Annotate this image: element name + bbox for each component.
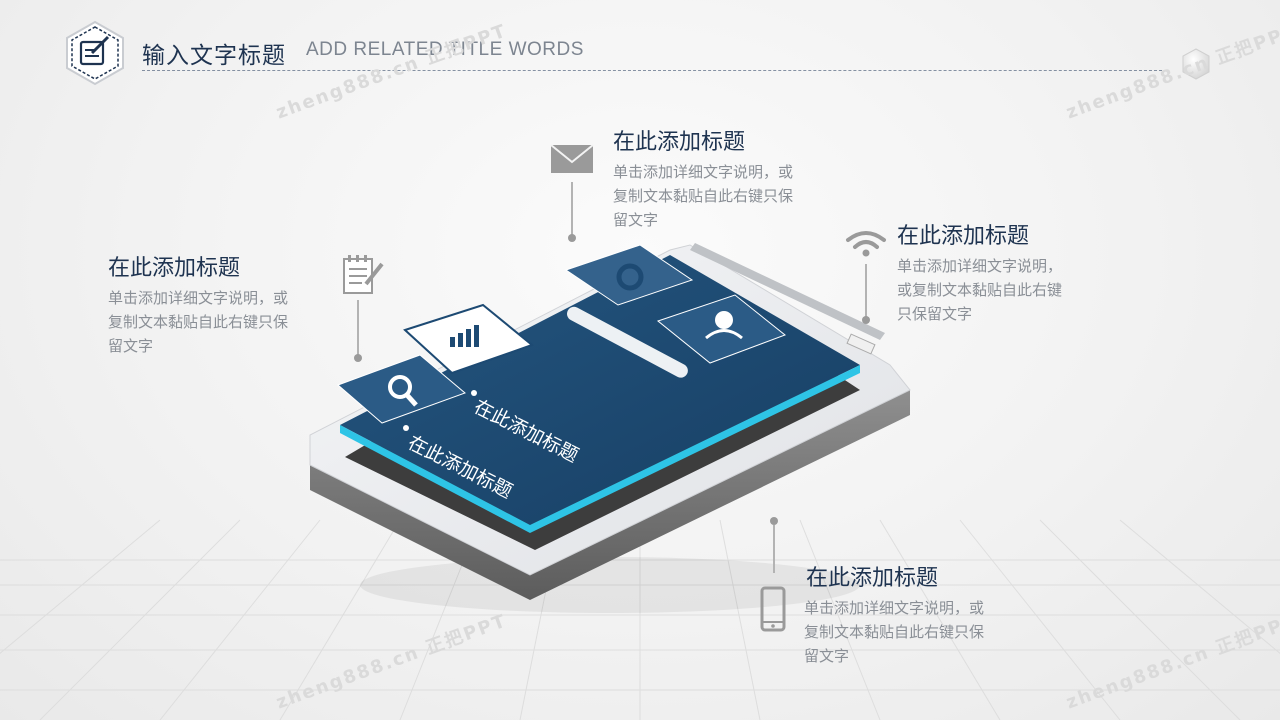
connector-dot-right xyxy=(862,316,870,324)
feature-description: 单击添加详细文字说明，或 复制文本黏贴自此右键只保 留文字 xyxy=(804,599,985,665)
connector-dot-left xyxy=(354,354,362,362)
phone-illustration xyxy=(309,243,911,613)
wifi-icon xyxy=(846,231,886,257)
feature-title: 在此添加标题 xyxy=(806,566,939,591)
edit-note-icon xyxy=(66,20,124,86)
page-title: 输入文字标题 xyxy=(142,43,286,69)
header-divider xyxy=(142,70,1162,71)
feature-block-left: 在此添加标题 单击添加详细文字说明，或 复制文本黏贴自此右键只保 留文字 xyxy=(108,254,348,358)
connector-dot-top xyxy=(568,234,576,242)
connector-dot-bottom xyxy=(770,517,778,525)
page-subtitle: ADD RELATED TITLE WORDS xyxy=(306,39,584,60)
feature-title: 在此添加标题 xyxy=(897,224,1030,249)
connector-left xyxy=(357,300,359,356)
mail-icon xyxy=(550,144,594,173)
feature-title: 在此添加标题 xyxy=(108,256,241,281)
connector-top xyxy=(571,182,573,238)
feature-description: 单击添加详细文字说明，或 复制文本黏贴自此右键只保 留文字 xyxy=(108,289,289,355)
hexagon-knob-icon xyxy=(1182,48,1210,80)
feature-description: 单击添加详细文字说明，或 复制文本黏贴自此右键只保 留文字 xyxy=(613,163,794,229)
feature-title: 在此添加标题 xyxy=(613,130,746,155)
feature-block-right: 在此添加标题 单击添加详细文字说明， 或复制文本黏贴自此右键 只保留文字 xyxy=(897,222,1137,326)
feature-block-bottom: 在此添加标题 单击添加详细文字说明，或 复制文本黏贴自此右键只保 留文字 xyxy=(804,564,1044,668)
feature-block-top: 在此添加标题 单击添加详细文字说明，或 复制文本黏贴自此右键只保 留文字 xyxy=(613,128,853,232)
connector-right xyxy=(865,264,867,320)
mobile-phone-icon xyxy=(760,586,786,632)
feature-description: 单击添加详细文字说明， 或复制文本黏贴自此右键 只保留文字 xyxy=(897,257,1063,323)
connector-bottom xyxy=(773,525,775,573)
notepad-pencil-icon xyxy=(343,255,384,294)
